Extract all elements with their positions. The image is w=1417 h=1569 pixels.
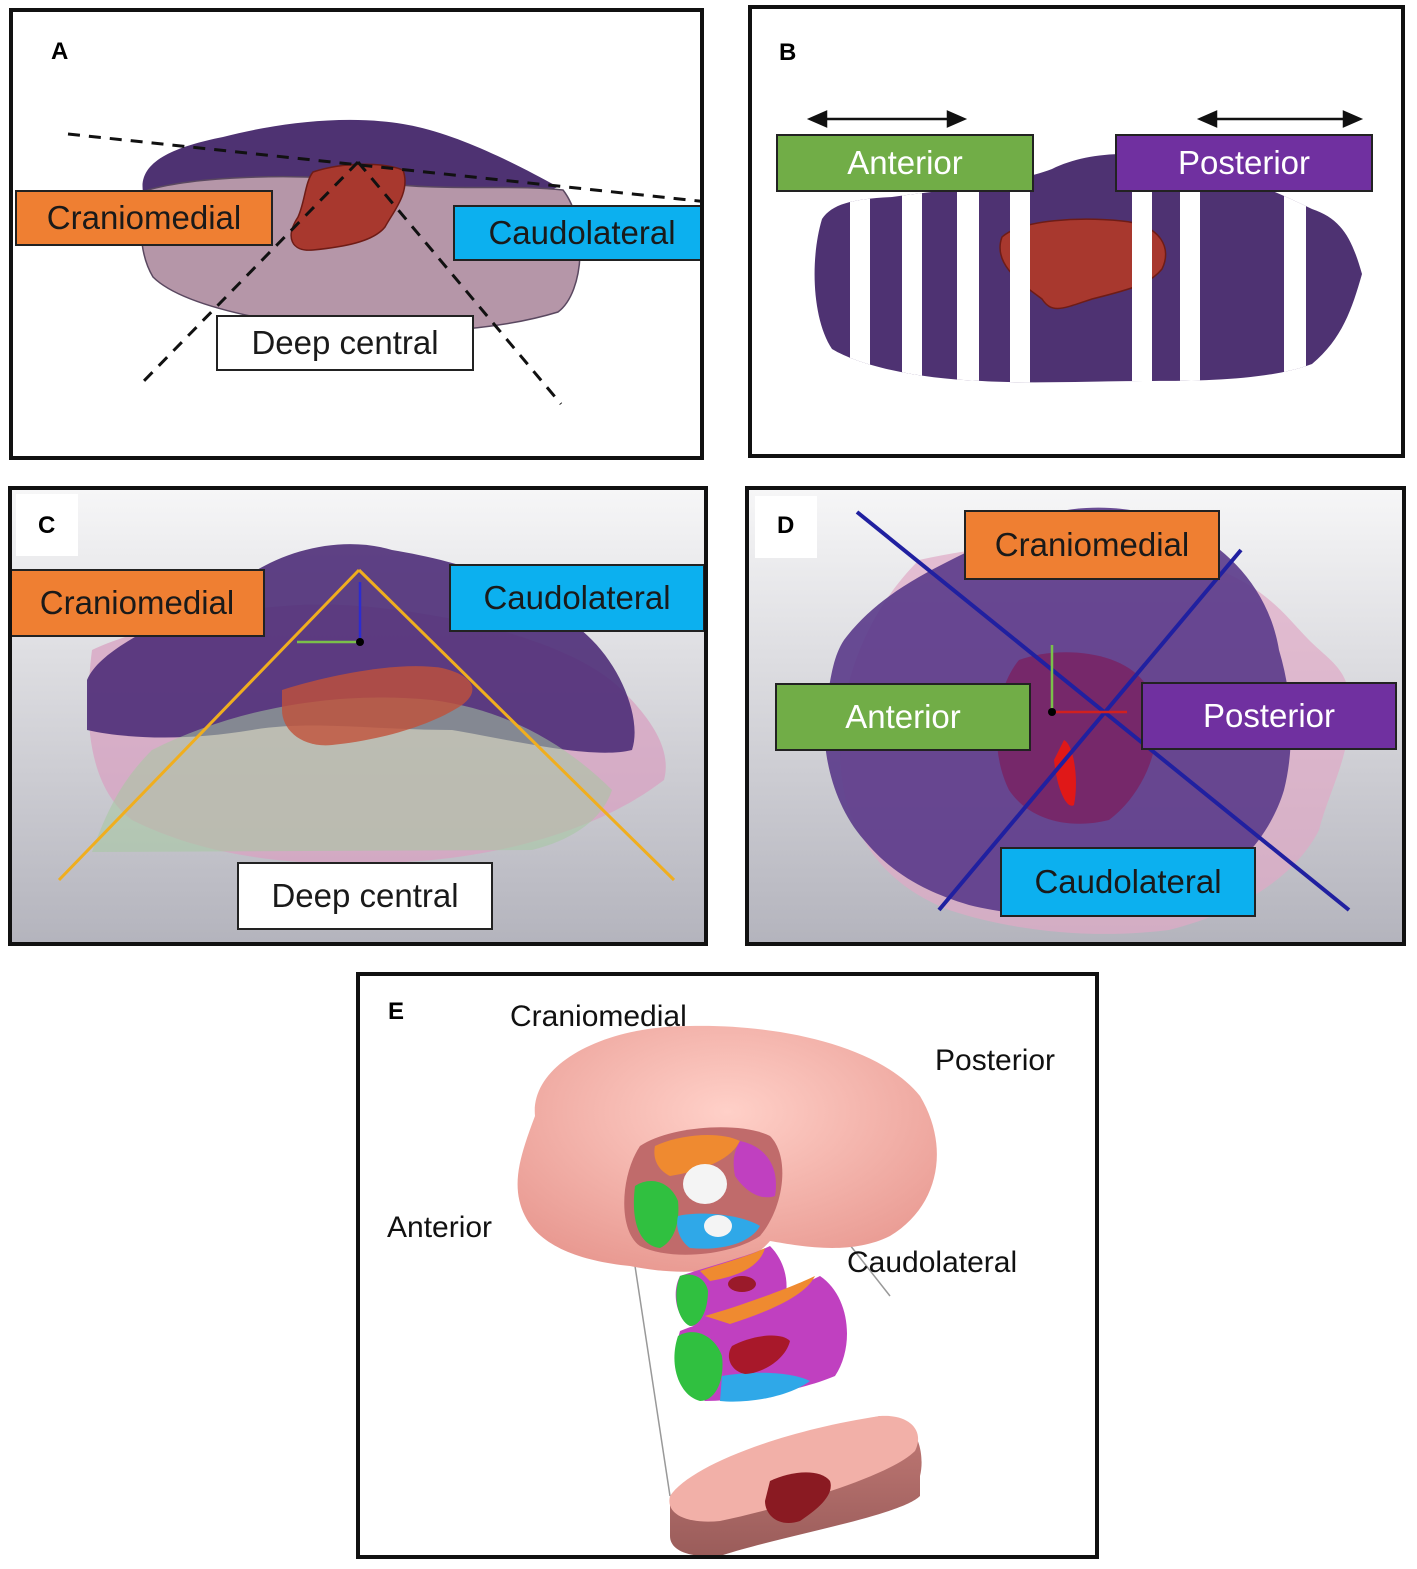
axis-origin: [1048, 708, 1056, 716]
label-craniomedial: Craniomedial: [510, 1000, 687, 1033]
panel-letter-a: A: [51, 38, 69, 65]
label-anterior: Anterior: [775, 683, 1031, 751]
slice-gap-2: [902, 154, 922, 383]
slice-gap-5: [1132, 154, 1152, 383]
panel-c: C Craniomedial Caudolateral Deep central: [8, 486, 708, 946]
opening-white-2: [704, 1215, 732, 1237]
tumor-region: [282, 666, 473, 746]
arrow-anterior: [806, 110, 968, 128]
panel-letter-b: B: [779, 39, 797, 66]
slice-gap-7: [1284, 154, 1306, 383]
label-deep-central: Deep central: [237, 862, 493, 930]
label-craniomedial: Craniomedial: [964, 510, 1220, 580]
panel-d-drawing: [824, 507, 1351, 934]
panel-letter-e: E: [388, 998, 405, 1025]
green-region: [92, 697, 612, 852]
arrow-posterior: [1196, 110, 1364, 128]
slab-bottom-lesion: [765, 1472, 831, 1524]
axis-origin: [356, 638, 364, 646]
label-posterior: Posterior: [1141, 682, 1397, 750]
label-posterior: Posterior: [1115, 134, 1373, 192]
slab-middle-2-orange: [705, 1276, 815, 1324]
panel-e-drawing: [517, 1025, 937, 1555]
panel-e: E: [356, 972, 1099, 1559]
dashed-line-right: [356, 161, 563, 405]
triangle-right-edge: [357, 568, 676, 882]
cut-plane-2: [937, 548, 1243, 912]
panel-b-drawing: [806, 110, 1364, 383]
slab-middle-2-blue: [720, 1372, 810, 1402]
label-posterior: Posterior: [935, 1044, 1056, 1077]
opening-green: [633, 1181, 679, 1248]
opening-white-1: [683, 1164, 727, 1204]
panel-letter-box-d: [755, 496, 817, 558]
panel-letter-d: D: [777, 512, 795, 539]
label-craniomedial: Craniomedial: [12, 569, 265, 637]
dashed-line-top: [67, 132, 700, 203]
label-caudolateral: Caudolateral: [847, 1246, 1018, 1279]
opening-orange: [654, 1134, 740, 1176]
panel-d: D Craniomedial Anterior Posterior Caudol…: [745, 486, 1406, 946]
slice-gap-3: [957, 154, 979, 383]
label-caudolateral: Caudolateral: [1000, 847, 1256, 917]
slice-gap-4: [1010, 154, 1030, 383]
tumor-red: [1054, 740, 1076, 806]
slab-middle-2-lesion: [728, 1335, 790, 1374]
slab-middle-1-lesion: [728, 1276, 756, 1292]
label-anterior: Anterior: [387, 1211, 493, 1244]
label-anterior: Anterior: [776, 134, 1034, 192]
label-caudolateral: Caudolateral: [449, 564, 704, 632]
slice-gap-1: [850, 154, 870, 383]
panel-b: B Anterior Posterior: [748, 5, 1405, 458]
label-craniomedial: Craniomedial: [15, 190, 273, 246]
panel-a: A Craniomedial Caudolateral Deep central: [9, 8, 704, 460]
dashed-line-left: [136, 160, 360, 389]
slab-middle-1-orange: [700, 1248, 765, 1281]
label-caudolateral: Caudolateral: [453, 205, 700, 261]
opening-magenta: [733, 1141, 776, 1198]
triangle-left-edge: [57, 568, 361, 882]
slice-gap-6: [1180, 154, 1200, 383]
slab-middle-1-green: [676, 1274, 708, 1326]
connector-line-left: [634, 1265, 671, 1497]
slab-bottom-top: [669, 1415, 919, 1522]
panel-letter-box-c: [16, 494, 78, 556]
slab-middle-2-green: [674, 1332, 723, 1401]
panel-letter-c: C: [38, 512, 56, 539]
label-deep-central: Deep central: [216, 315, 474, 371]
